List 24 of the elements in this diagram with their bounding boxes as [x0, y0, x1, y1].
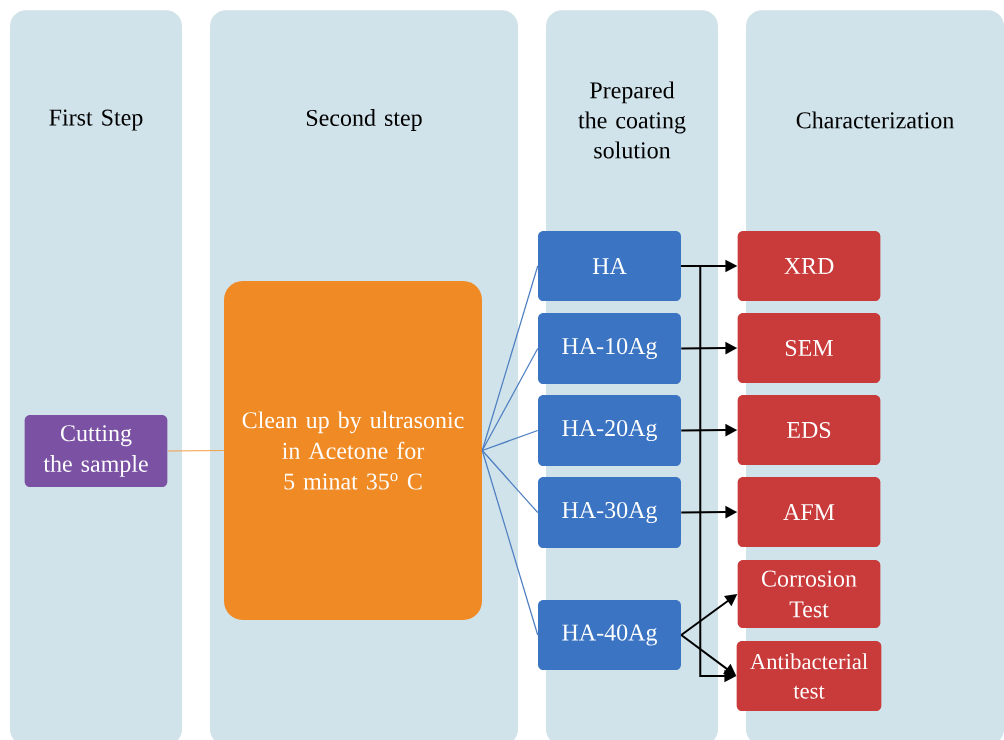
solution-box: HA-30Ag — [538, 477, 681, 548]
solution-box: HA-10Ag — [538, 313, 681, 384]
test-box: XRD — [737, 231, 881, 301]
connector-line — [481, 449, 539, 514]
test-box: Antibacterial test — [736, 641, 882, 711]
connector-line — [481, 449, 539, 636]
test-box: EDS — [737, 395, 881, 465]
test-box: SEM — [737, 313, 881, 383]
process-box: Clean up by ultrasonic in Acetone for 5 minat 35$^{o}$ C — [224, 281, 482, 620]
solution-box: HA-40Ag — [538, 600, 681, 670]
column-heading: Prepared the coating solution — [578, 81, 686, 159]
connector-line — [481, 265, 539, 452]
test-box: AFM — [737, 477, 881, 547]
solution-box: HA-20Ag — [538, 395, 681, 466]
column-heading: Second step — [306, 109, 422, 131]
connector-line — [167, 449, 225, 452]
column-heading: Characterization — [796, 111, 954, 129]
solution-box: HA — [538, 231, 681, 301]
connector-line — [481, 347, 539, 452]
connector-line — [481, 429, 539, 452]
column-heading: First Step — [49, 109, 143, 131]
column-band — [10, 10, 182, 740]
test-box: Corrosion Test — [737, 560, 881, 628]
step-box: Cutting the sample — [24, 415, 168, 487]
